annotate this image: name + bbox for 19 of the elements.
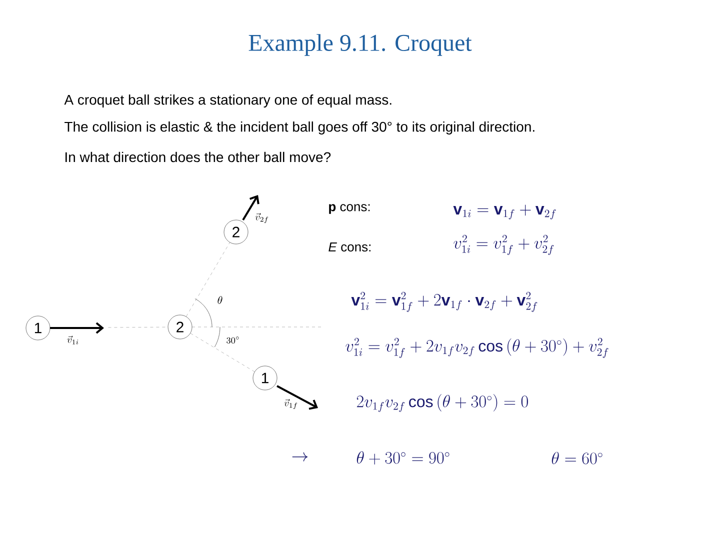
equation: $v_{1i}^{2} = v_{1f}^{2} + 2v_{1f}v_{2f}\cos\left(\theta+30^{\circ}\right) + v_{2f}^{2}$ — [346, 338, 608, 358]
angle-label: $30^{\circ}$ — [226, 336, 239, 344]
equation: $v_{1i}^{2} = v_{1f}^{2} + v_{2f}^{2}$ — [454, 234, 554, 255]
equation: $\theta = 60^{\circ}$ — [552, 452, 602, 464]
trajectory-line — [108, 326, 168, 328]
trajectory-line — [186, 242, 230, 317]
equation: $\theta+30^{\circ} = 90^{\circ}$ — [356, 451, 450, 465]
problem-text: In what direction does the other ball move? — [66, 152, 331, 162]
trajectory-line — [190, 333, 255, 372]
equation: $2v_{1f}v_{2f}\cos\left(\theta+30^{\circ}\right) = 0$ — [356, 394, 528, 412]
arrow-symbol: $\rightarrow$ — [292, 452, 308, 462]
angle-label: $\theta$ — [218, 296, 222, 304]
equation-label: E cons: — [328, 242, 370, 252]
slide-title: Example 9.11. Croquet — [248, 34, 472, 56]
problem-text: A croquet ball strikes a stationary one of equal mass. — [64, 94, 392, 108]
equation: $\mathbf{v}_{1i} = \mathbf{v}_{1f} + \mathbf{v}_{2f}$ — [453, 204, 556, 220]
problem-text: The collision is elastic & the incident ball goes off 30° to its original direction. — [64, 121, 534, 135]
equation: $\mathbf{v}_{1i}^{2} = \mathbf{v}_{1f}^{2} + 2\mathbf{v}_{1f}\cdot\mathbf{v}_{2f} + \mathbf{v}_{2f}^{2}$ — [351, 292, 538, 312]
equation-label: p cons: — [329, 204, 370, 214]
